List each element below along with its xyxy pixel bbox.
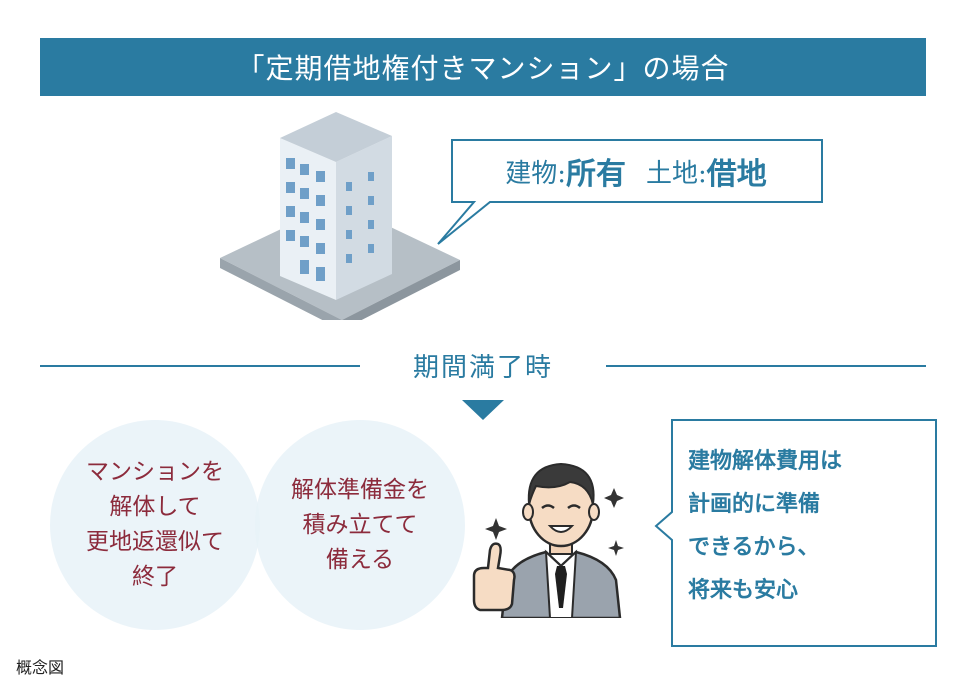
divider-right	[606, 365, 926, 367]
land-label: 土地:	[646, 158, 707, 189]
arrow-down-icon	[462, 400, 504, 420]
building-label: 建物:	[505, 158, 566, 189]
sparkle-icon	[485, 488, 624, 556]
land-value: 借地	[706, 157, 767, 192]
building-icon	[220, 112, 460, 320]
building-value: 所有	[566, 157, 626, 192]
ownership-text: 建物: 所有 土地: 借地	[452, 140, 820, 202]
option-circle-reserve: 解体準備金を 積み立てて 備える	[255, 420, 465, 630]
advice-text: 建物解体費用は 計画的に準備 できるから、 将来も安心	[688, 448, 843, 603]
caption: 概念図	[16, 658, 65, 677]
option-circle-demolish: マンションを 解体して 更地返還似て 終了	[50, 420, 260, 630]
page-title: 「定期借地権付きマンション」の場合	[236, 52, 730, 85]
title-banner: 「定期借地権付きマンション」の場合	[40, 38, 926, 96]
circle-text: 解体準備金を 積み立てて 備える	[291, 476, 429, 573]
circle-text: マンションを 解体して 更地返還似て 終了	[86, 459, 224, 590]
advice-bubble	[654, 419, 937, 647]
period-label: 期間満了時	[412, 352, 553, 383]
divider-left	[40, 365, 360, 367]
ownership-bubble	[437, 139, 823, 245]
businessman-icon	[472, 462, 624, 618]
